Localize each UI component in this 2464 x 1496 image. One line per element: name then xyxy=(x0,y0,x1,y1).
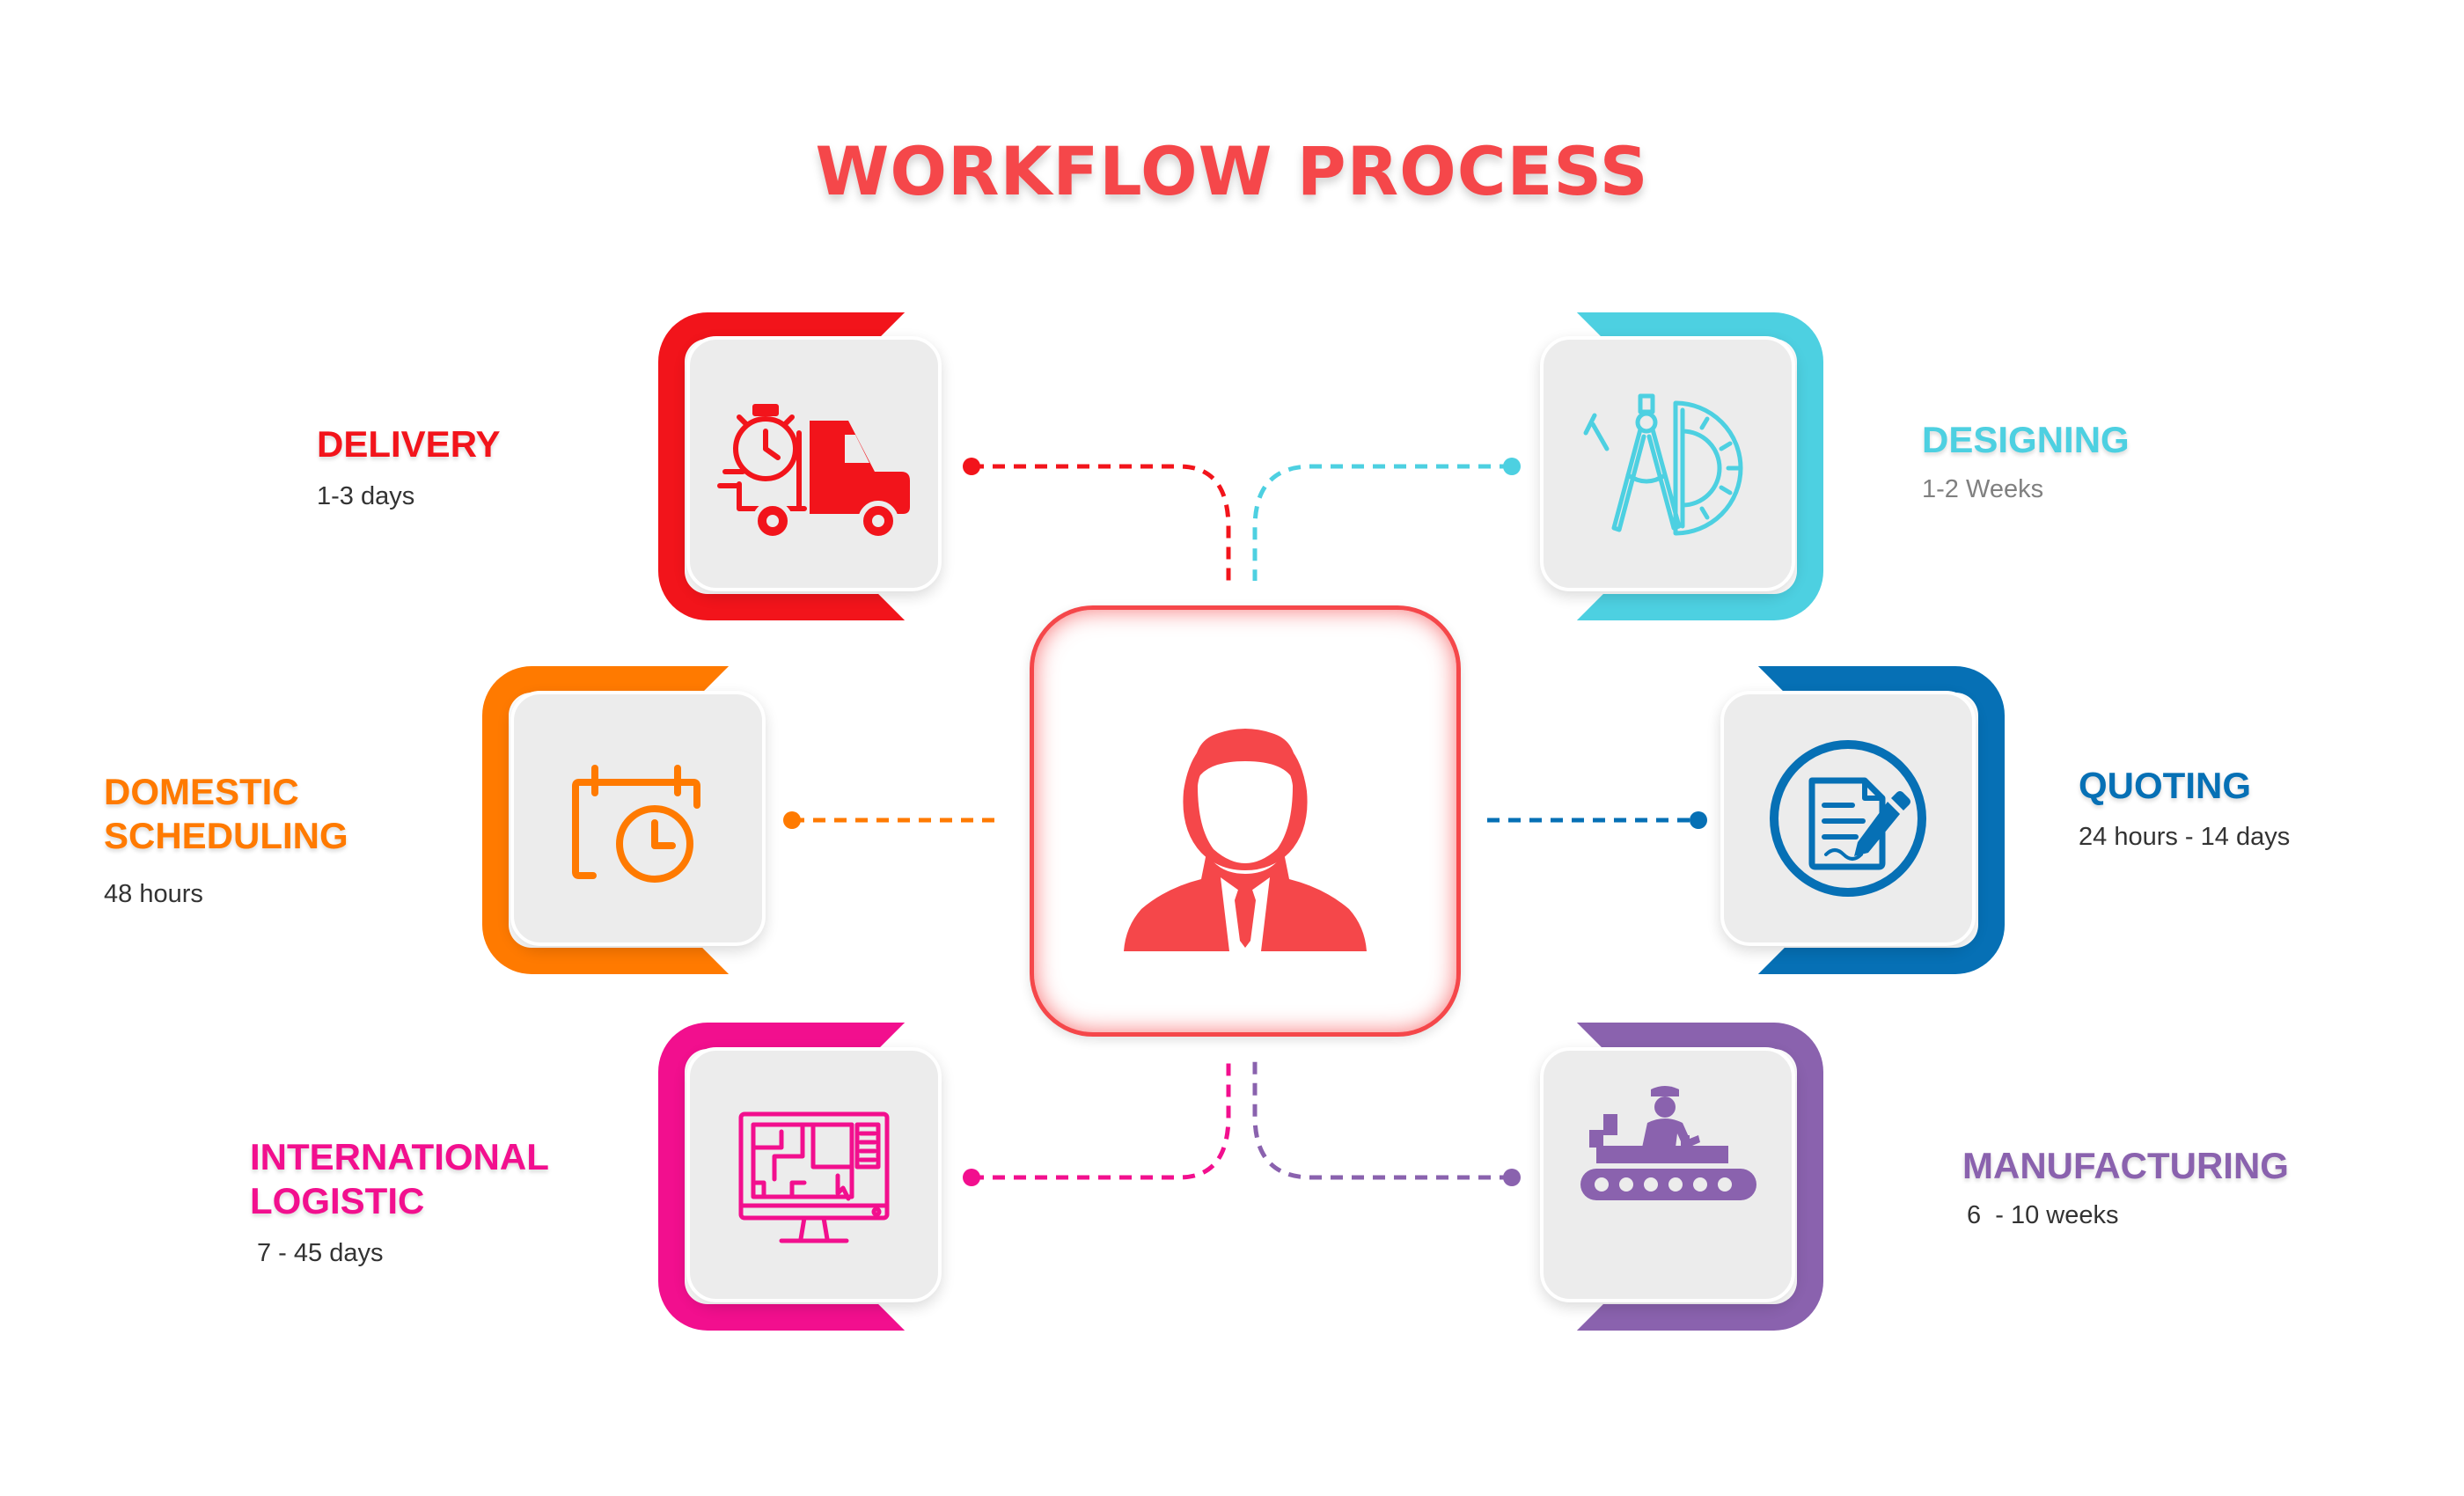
label-domestic-line-2: SCHEDULING xyxy=(104,815,348,856)
center-hub xyxy=(1030,605,1461,1037)
businessman-icon xyxy=(1124,729,1367,951)
duration-international: 7 - 45 days xyxy=(257,1239,384,1267)
label-designing: DESIGNING xyxy=(1922,418,2130,462)
tile-delivery xyxy=(686,336,942,591)
label-domestic: DOMESTIC SCHEDULING xyxy=(104,770,348,858)
tile-designing xyxy=(1540,336,1795,591)
connector-delivery xyxy=(972,464,1231,581)
label-international: INTERNATIONAL LOGISTIC xyxy=(250,1135,549,1223)
page-title: WORKFLOW PROCESS xyxy=(815,132,1649,210)
duration-quoting: 24 hours - 14 days xyxy=(2079,823,2291,851)
connector-dot-manufacturing xyxy=(1503,1169,1521,1186)
label-quoting: QUOTING xyxy=(2079,764,2251,808)
label-international-line-2: LOGISTIC xyxy=(250,1180,425,1221)
label-manufacturing: MANUFACTURING xyxy=(1962,1144,2289,1188)
compass-protractor-icon xyxy=(1583,393,1743,536)
label-delivery: DELIVERY xyxy=(317,422,500,466)
label-designing-line-1: DESIGNING xyxy=(1922,419,2130,460)
monitor-blueprint-icon xyxy=(738,1111,890,1243)
connector-dot-domestic xyxy=(783,811,801,829)
label-international-line-1: INTERNATIONAL xyxy=(250,1136,549,1177)
tile-manufacturing xyxy=(1540,1047,1795,1302)
label-manufacturing-line-1: MANUFACTURING xyxy=(1962,1145,2289,1186)
label-quoting-line-1: QUOTING xyxy=(2079,765,2251,806)
frame-delivery xyxy=(658,312,905,620)
tile-quoting xyxy=(1720,691,1976,946)
frame-quoting xyxy=(1758,666,2005,974)
tile-international xyxy=(686,1047,942,1302)
connector-dot-designing xyxy=(1503,458,1521,475)
label-domestic-line-1: DOMESTIC xyxy=(104,771,299,812)
duration-manufacturing: 6 - 10 weeks xyxy=(1967,1201,2119,1229)
duration-domestic: 48 hours xyxy=(104,880,203,908)
frame-international xyxy=(658,1023,905,1331)
connector-designing xyxy=(1252,464,1512,581)
truck-clock-icon xyxy=(717,404,910,541)
connector-international xyxy=(972,1060,1231,1180)
label-delivery-line-1: DELIVERY xyxy=(317,423,501,465)
frame-domestic xyxy=(482,666,729,974)
connector-manufacturing xyxy=(1252,1060,1512,1180)
document-pen-icon xyxy=(1770,740,1926,897)
conveyor-worker-icon xyxy=(1580,1086,1756,1200)
duration-designing: 1-2 Weeks xyxy=(1922,475,2044,503)
frame-designing xyxy=(1577,312,1823,620)
frame-manufacturing xyxy=(1577,1023,1823,1331)
calendar-clock-icon xyxy=(572,765,700,883)
tile-domestic xyxy=(510,691,766,946)
duration-delivery: 1-3 days xyxy=(317,482,415,510)
connector-dot-delivery xyxy=(963,458,980,475)
connector-dot-quoting xyxy=(1690,811,1707,829)
connector-dot-international xyxy=(963,1169,980,1186)
